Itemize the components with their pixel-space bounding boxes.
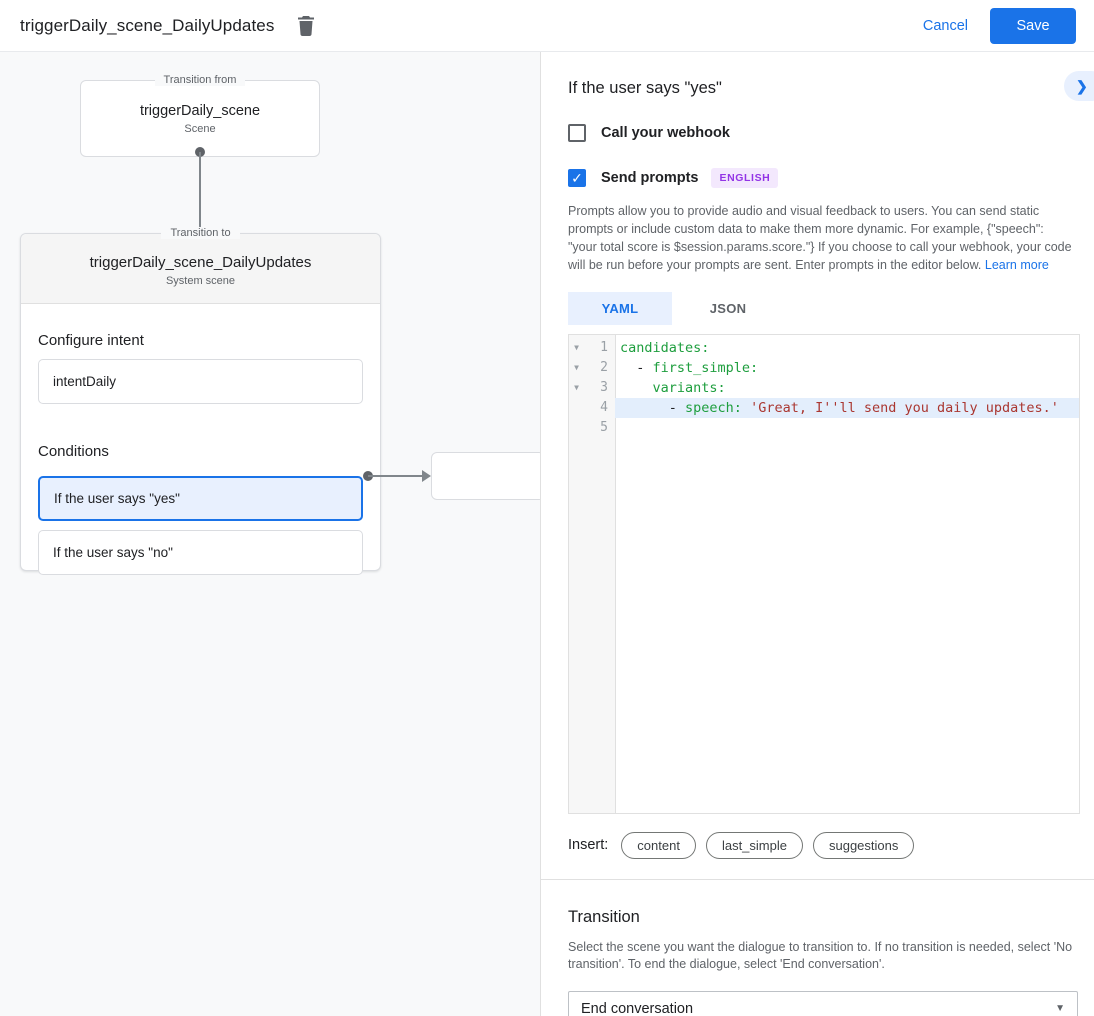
- transition-to-box: Transition to triggerDaily_scene_DailyUp…: [20, 227, 381, 575]
- from-scene-type: Scene: [184, 123, 216, 135]
- tab-json[interactable]: JSON: [672, 291, 784, 325]
- page-title: triggerDaily_scene_DailyUpdates: [20, 15, 275, 35]
- intent-field[interactable]: intentDaily: [38, 359, 363, 404]
- tab-yaml[interactable]: YAML: [568, 291, 672, 325]
- condition-yes[interactable]: If the user says "yes": [38, 476, 363, 521]
- panel-title: If the user says "yes": [568, 79, 722, 97]
- trash-icon: [297, 15, 315, 36]
- to-scene-body: Configure intent intentDaily Conditions …: [21, 332, 380, 575]
- to-scene-header[interactable]: triggerDaily_scene_DailyUpdates System s…: [21, 234, 380, 304]
- section-divider: [541, 878, 1094, 880]
- code-text: - first_simple:: [620, 359, 759, 376]
- save-button[interactable]: Save: [990, 7, 1076, 44]
- conditions-label: Conditions: [38, 443, 109, 460]
- insert-row: Insert: content last_simple suggestions: [568, 831, 1075, 859]
- code-line: ▼ 3 variants:: [569, 378, 1079, 398]
- line-number: 3: [600, 379, 608, 395]
- transition-section-title: Transition: [568, 907, 640, 926]
- code-text: [615, 418, 1079, 438]
- editor-format-tabs: YAML JSON: [568, 291, 1075, 325]
- condition-target-box[interactable]: [431, 452, 540, 500]
- code-lines: ▼ 1 candidates: ▼ 2 - first_simple: ▼ 3 varian…: [569, 335, 1079, 438]
- topbar-actions: Cancel Save: [922, 7, 1094, 44]
- insert-chip-suggestions[interactable]: suggestions: [812, 831, 915, 859]
- learn-more-link[interactable]: Learn more: [984, 257, 1049, 272]
- cancel-button[interactable]: Cancel: [922, 17, 968, 34]
- top-bar: triggerDaily_scene_DailyUpdates Cancel S…: [0, 0, 1094, 52]
- send-prompts-label: Send prompts: [601, 170, 699, 186]
- call-webhook-label: Call your webhook: [601, 125, 730, 141]
- delete-scene-button[interactable]: [292, 12, 320, 40]
- code-line: ▼ 1 candidates:: [569, 338, 1079, 358]
- code-line: ▼ 2 - first_simple:: [569, 358, 1079, 378]
- prompts-description: Prompts allow you to provide audio and v…: [568, 204, 1072, 272]
- code-line: 4 - speech: 'Great, I''ll send you daily…: [569, 397, 1079, 418]
- code-line: 5: [569, 418, 1079, 438]
- dropdown-caret-icon: ▼: [1055, 1003, 1065, 1015]
- condition-arrow-right: [363, 470, 431, 482]
- chevron-right-icon: ❯: [1076, 77, 1088, 94]
- webhook-row: Call your webhook: [568, 124, 1075, 142]
- insert-label: Insert:: [568, 837, 609, 853]
- yaml-code-editor[interactable]: ▼ 1 candidates: ▼ 2 - first_simple: ▼ 3 varian…: [568, 333, 1080, 814]
- fold-arrow-icon[interactable]: ▼: [574, 382, 579, 392]
- to-scene-name: triggerDaily_scene_DailyUpdates: [89, 254, 312, 271]
- condition-no[interactable]: If the user says "no": [38, 530, 363, 575]
- transition-scene-select[interactable]: End conversation ▼: [568, 991, 1078, 1016]
- code-text: - speech: 'Great, I''ll send you daily u…: [615, 397, 1079, 418]
- language-badge: ENGLISH: [711, 168, 779, 188]
- send-prompts-row: ✓ Send prompts ENGLISH: [568, 168, 1075, 188]
- line-number: 5: [600, 419, 608, 435]
- transition-to-legend: Transition to: [21, 227, 380, 239]
- fold-gutter: [569, 398, 584, 418]
- configure-intent-label: Configure intent: [38, 332, 144, 349]
- send-prompts-checkbox[interactable]: ✓: [568, 169, 586, 187]
- collapse-panel-button[interactable]: ❯: [1064, 71, 1094, 101]
- from-scene-name: triggerDaily_scene: [139, 103, 261, 119]
- transition-from-box[interactable]: Transition from triggerDaily_scene Scene: [80, 74, 320, 157]
- transition-from-legend: Transition from: [81, 74, 319, 86]
- fold-arrow-icon[interactable]: ▼: [574, 342, 579, 352]
- code-text: candidates:: [620, 339, 710, 356]
- selected-scene-value: End conversation: [581, 1000, 694, 1016]
- fold-arrow-icon[interactable]: ▼: [574, 362, 579, 372]
- fold-gutter: [569, 418, 584, 438]
- to-scene-type: System scene: [165, 275, 236, 287]
- transition-description: Select the scene you want the dialogue t…: [568, 939, 1073, 972]
- call-webhook-checkbox[interactable]: [568, 124, 586, 142]
- scene-diagram-panel: Transition from triggerDaily_scene Scene…: [0, 52, 541, 1016]
- line-number: 4: [600, 399, 608, 415]
- insert-chip-content[interactable]: content: [621, 831, 696, 859]
- line-number: 2: [600, 359, 608, 375]
- code-text: variants:: [652, 379, 726, 396]
- condition-editor-panel: If the user says "yes" ❯ Call your webho…: [541, 52, 1094, 1016]
- line-number: 1: [600, 339, 608, 355]
- checkmark-icon: ✓: [571, 170, 583, 186]
- insert-chip-last-simple[interactable]: last_simple: [705, 831, 803, 859]
